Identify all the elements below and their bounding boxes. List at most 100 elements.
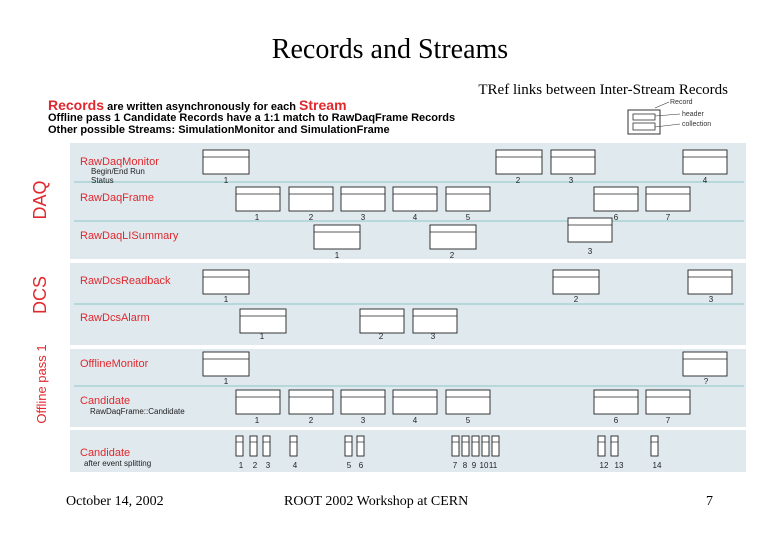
record-raw-daq-li-summary-1: 1 (313, 224, 361, 260)
stream-name-raw-daq-frame: RawDaqFrame (80, 192, 154, 204)
slide-subtitle: TRef links between Inter-Stream Records (478, 82, 728, 98)
intro-line-2: Offline pass 1 Candidate Records have a … (48, 112, 456, 124)
record-label: 8 (463, 461, 468, 470)
legend-collection-box (632, 122, 656, 131)
record-label: 3 (361, 213, 366, 222)
record-box (429, 224, 477, 250)
record-box (392, 186, 438, 212)
record-box (445, 186, 491, 212)
record-box (597, 435, 606, 457)
record-box (471, 435, 480, 457)
record-box (682, 351, 728, 377)
stream-name-offline-monitor: OfflineMonitor (80, 358, 149, 370)
record-box (235, 435, 244, 457)
record-box (593, 389, 639, 415)
intro-line-3: Other possible Streams: SimulationMonito… (48, 124, 390, 136)
record-label: 2 (253, 461, 258, 470)
stream-name-raw-daq-monitor: RawDaqMonitor (80, 156, 159, 168)
record-label: 1 (224, 176, 229, 185)
record-candidate-split-10: 10 (480, 435, 490, 470)
record-label: 9 (472, 461, 477, 470)
group-label-2: Offline pass 1 (34, 344, 49, 423)
record-box (202, 351, 250, 377)
record-box (249, 435, 258, 457)
record-label: 2 (309, 416, 314, 425)
band-split (70, 430, 746, 472)
record-candidate-7: 7 (645, 389, 691, 425)
record-raw-daq-frame-7: 7 (645, 186, 691, 222)
record-box (289, 435, 298, 457)
record-label: 14 (653, 461, 662, 470)
record-candidate-split-1: 1 (235, 435, 244, 470)
record-box (645, 389, 691, 415)
legend-header-label: header (682, 111, 704, 118)
record-label: 10 (480, 461, 489, 470)
intro-line-1-middle: are written asynchronously for each (104, 101, 300, 113)
stream-name-candidate: Candidate (80, 395, 130, 407)
record-label: 7 (666, 213, 671, 222)
record-label: 11 (489, 461, 498, 470)
record-box (682, 149, 728, 175)
record-label: 2 (516, 176, 521, 185)
record-label: 7 (666, 416, 671, 425)
record-candidate-6: 6 (593, 389, 639, 425)
record-candidate-5: 5 (445, 389, 491, 425)
record-raw-daq-li-summary-3: 3 (567, 217, 613, 256)
slide-title: Records and Streams (271, 34, 509, 65)
record-raw-daq-monitor-4: 4 (682, 149, 728, 185)
record-box (491, 435, 500, 457)
record-legend: Record header collection (627, 99, 711, 135)
record-label: 1 (239, 461, 244, 470)
record-box (550, 149, 596, 175)
record-label: 2 (309, 213, 314, 222)
footer-event: ROOT 2002 Workshop at CERN (284, 494, 469, 509)
record-label: 1 (224, 377, 229, 386)
record-candidate-split-3: 3 (262, 435, 271, 470)
record-box (359, 308, 405, 334)
record-box (239, 308, 287, 334)
legend-record-label: Record (670, 99, 693, 106)
record-label: 1 (224, 295, 229, 304)
record-label: 12 (600, 461, 609, 470)
stream-name-raw-dcs-readback: RawDcsReadback (80, 275, 171, 287)
record-label: 4 (703, 176, 708, 185)
footer-page: 7 (706, 494, 713, 509)
record-label: 3 (588, 247, 593, 256)
stream-name-raw-dcs-alarm: RawDcsAlarm (80, 312, 150, 324)
record-box (552, 269, 600, 295)
footer-date: October 14, 2002 (66, 494, 164, 509)
record-label: 7 (453, 461, 458, 470)
record-label: 13 (615, 461, 624, 470)
record-label: 6 (359, 461, 364, 470)
record-box (481, 435, 490, 457)
group-label-1: DCS (30, 276, 50, 314)
stream-names: RawDaqMonitorRawDaqFrameRawDaqLISummaryR… (80, 156, 185, 468)
record-raw-daq-frame-2: 2 (288, 186, 334, 222)
record-raw-dcs-readback-3: 3 (687, 269, 733, 304)
group-labels: DAQ DCS Offline pass 1 (30, 180, 50, 423)
record-label: 3 (569, 176, 574, 185)
group-label-0: DAQ (30, 180, 50, 219)
record-offline-monitor-2: ? (682, 351, 728, 386)
stream-name-candidate-split: Candidate (80, 447, 130, 459)
record-raw-dcs-alarm-3: 3 (412, 308, 458, 341)
record-raw-daq-frame-6: 6 (593, 186, 639, 222)
record-box (262, 435, 271, 457)
record-box (202, 149, 250, 175)
record-candidate-split-2: 2 (249, 435, 258, 470)
record-box (392, 389, 438, 415)
record-label: 5 (466, 416, 471, 425)
record-label: 4 (413, 416, 418, 425)
record-box (451, 435, 460, 457)
record-candidate-split-6: 6 (356, 435, 365, 470)
record-raw-daq-li-summary-2: 2 (429, 224, 477, 260)
record-box (235, 389, 281, 415)
record-label: 3 (361, 416, 366, 425)
intro-line-1: Records are written asynchronously for e… (48, 97, 347, 113)
record-raw-daq-frame-4: 4 (392, 186, 438, 222)
candidate-sub-frame: RawDaqFrame::Candidate (90, 407, 185, 416)
record-label: 2 (574, 295, 579, 304)
record-box (344, 435, 353, 457)
